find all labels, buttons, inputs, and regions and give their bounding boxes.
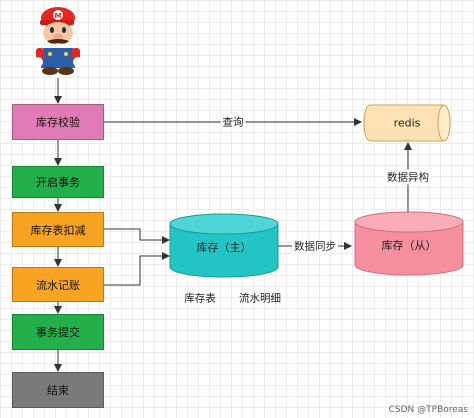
end-box: 结束 <box>12 372 104 408</box>
inventory-check-box: 库存校验 <box>12 104 104 140</box>
data-async-edge-label: 数据异构 <box>385 169 431 185</box>
db-master-cylinder <box>169 213 279 278</box>
data-sync-edge-label: 数据同步 <box>292 238 338 254</box>
query-edge-label: 查询 <box>220 114 246 130</box>
inventory-table-annotation: 库存表 <box>184 292 216 305</box>
db-slave-label: 库存（从） <box>381 239 437 252</box>
csdn-watermark: CSDN @TPBoreas <box>388 405 468 415</box>
arrow-journal-to-master <box>104 252 170 286</box>
begin-transaction-box: 开启事务 <box>12 166 104 198</box>
journal-detail-annotation: 流水明细 <box>239 292 281 305</box>
svg-text:M: M <box>55 12 62 20</box>
arrow-deduct-to-master <box>104 228 170 244</box>
db-slave-cylinder <box>354 211 464 276</box>
journal-entry-box: 流水记账 <box>12 267 104 302</box>
redis-label: redis <box>393 116 421 130</box>
commit-transaction-box: 事务提交 <box>12 314 104 350</box>
redis-cylinder <box>363 104 451 142</box>
deduct-inventory-box: 库存表扣减 <box>12 212 104 247</box>
db-master-label: 库存（主） <box>196 241 252 254</box>
mario-icon: M <box>33 7 83 75</box>
